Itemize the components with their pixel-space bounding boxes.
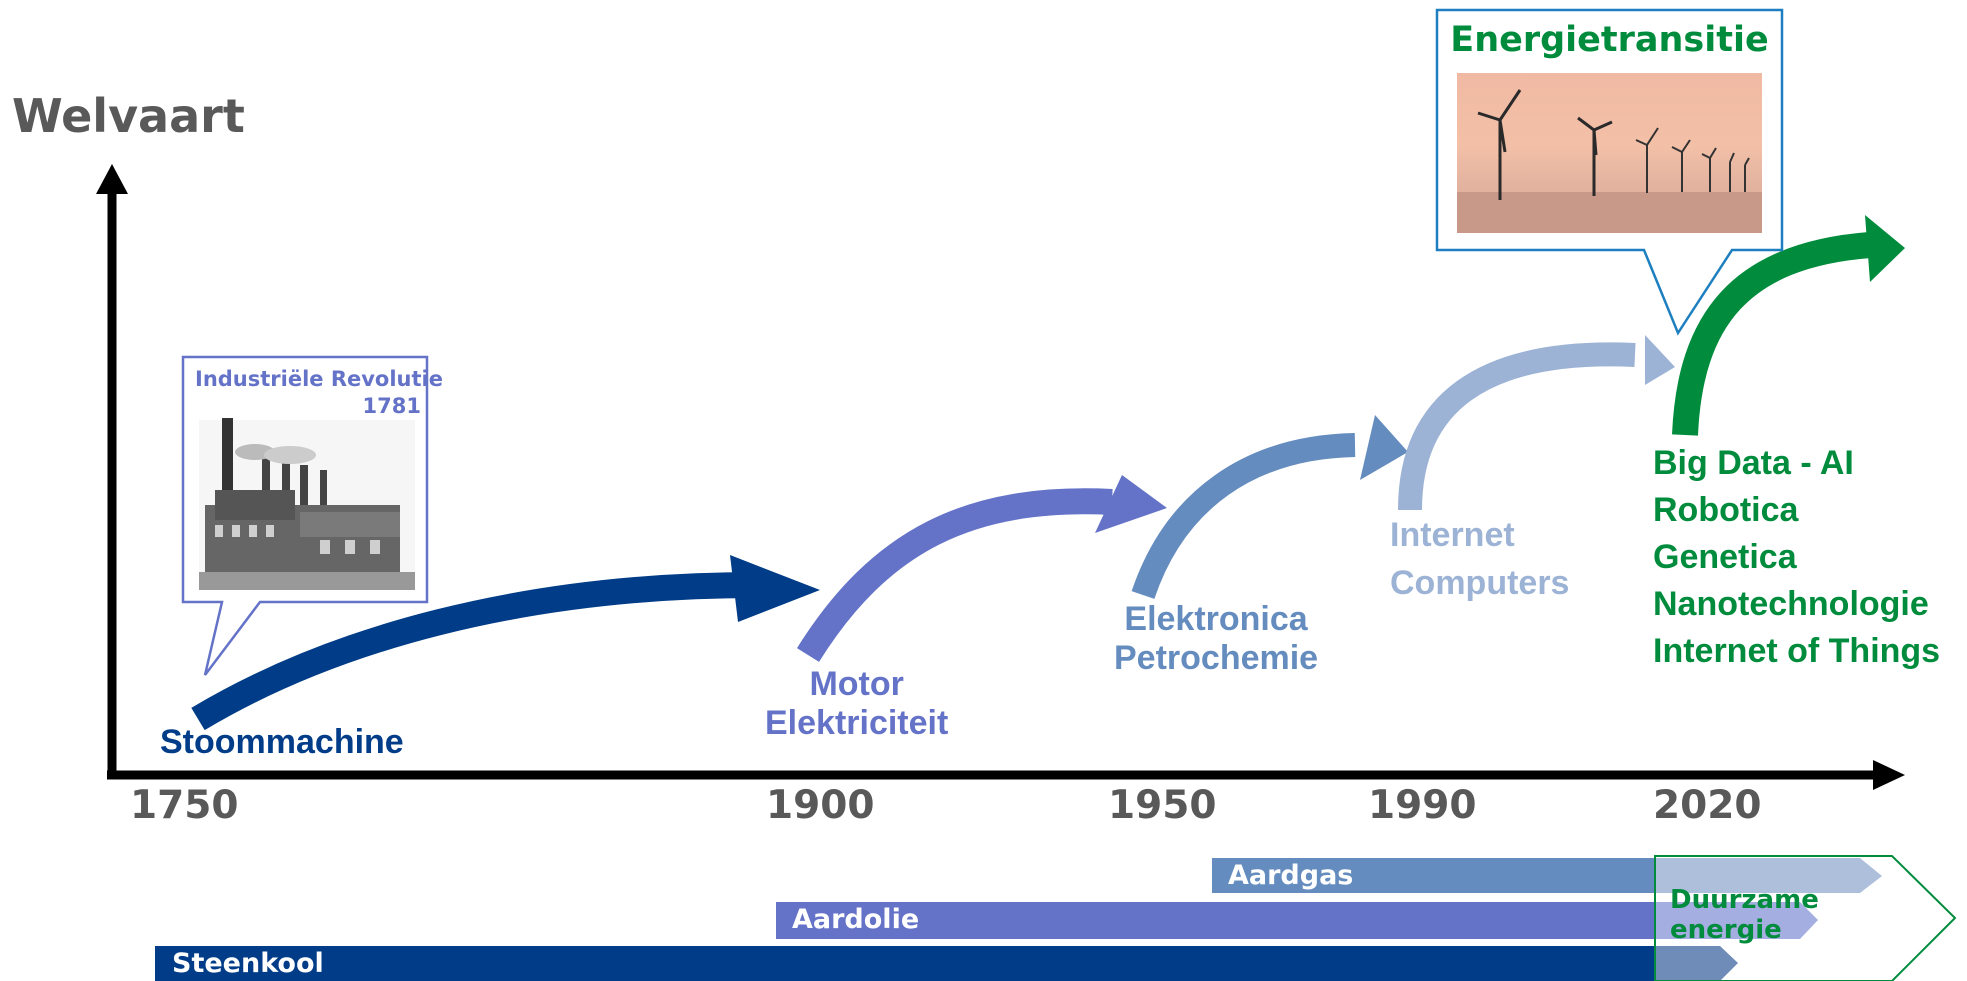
- era-label-line: Big Data - AI: [1653, 444, 1854, 482]
- era-label-elektronica: Elektronica Petrochemie: [1114, 600, 1318, 678]
- callout-year: 1781: [362, 394, 421, 419]
- renewable-label-line: Duurzame: [1670, 885, 1819, 915]
- energy-bar-label-aardgas: Aardgas: [1228, 860, 1354, 891]
- axes: [96, 164, 1905, 790]
- factory-engraving: [199, 418, 415, 590]
- energy-transition-callout: [1435, 8, 1784, 336]
- x-tick-1750: 1750: [130, 783, 239, 828]
- aardgas-bar: [1212, 858, 1655, 893]
- era-arrow-bigdata: [1672, 232, 1872, 436]
- era-arrow-internet: [1398, 342, 1636, 511]
- energy-bar-label-aardolie: Aardolie: [792, 904, 920, 935]
- steenkool-bar-extension: [1655, 946, 1738, 981]
- era-arrows: [191, 215, 1905, 731]
- x-tick-1950: 1950: [1108, 783, 1217, 828]
- x-tick-1990: 1990: [1368, 783, 1477, 828]
- era-label-line: Internet: [1390, 516, 1515, 554]
- aardolie-bar-extension: [1655, 902, 1818, 939]
- era-label-line: Petrochemie: [1114, 639, 1319, 678]
- renewable-energy-label: Duurzame energie: [1670, 885, 1819, 946]
- era-arrowhead-bigdata: [1865, 215, 1905, 282]
- era-label-stoommachine: Stoommachine: [160, 723, 404, 762]
- aardolie-bar: [776, 902, 1655, 939]
- era-label-line: Elektriciteit: [765, 704, 949, 743]
- industrial-revolution-callout: [181, 355, 429, 676]
- wind-farm-photo: [1457, 73, 1762, 233]
- era-label-line: Stoommachine: [160, 723, 404, 761]
- x-tick-2020: 2020: [1653, 783, 1762, 828]
- x-tick-1900: 1900: [766, 783, 875, 828]
- era-label-line: Elektronica: [1124, 600, 1308, 638]
- era-label-line: Genetica: [1653, 537, 1797, 576]
- aardgas-bar-extension: [1655, 858, 1882, 893]
- y-axis-label: Welvaart: [12, 89, 245, 143]
- era-arrow-motor: [796, 488, 1113, 662]
- era-label-motor: Motor Elektriciteit: [765, 665, 948, 743]
- era-label-line: Computers: [1390, 563, 1570, 602]
- y-axis-arrowhead: [96, 164, 128, 194]
- era-label-line: Robotica: [1653, 490, 1799, 529]
- era-label-bigdata: Big Data - AI Robotica Genetica Nanotech…: [1653, 440, 1940, 675]
- era-label-line: Motor: [809, 665, 904, 703]
- x-axis-arrowhead: [1873, 760, 1905, 790]
- renewable-chevron: [1654, 855, 1957, 981]
- energy-transition-title: Energietransitie: [1450, 20, 1769, 60]
- era-arrow-elektronica: [1131, 433, 1356, 599]
- callout-title: Industriële Revolutie: [195, 367, 443, 391]
- era-label-line: Nanotechnologie: [1653, 584, 1929, 623]
- era-label-internet: Internet Computers: [1390, 512, 1569, 607]
- era-arrowhead-stoommachine: [730, 555, 820, 622]
- steenkool-bar: [155, 946, 1655, 981]
- era-arrowhead-internet: [1645, 335, 1675, 385]
- era-arrowhead-motor: [1095, 475, 1167, 533]
- era-arrow-stoommachine: [191, 572, 759, 731]
- era-arrowhead-elektronica: [1360, 415, 1408, 480]
- industrial-revolution-title: Industriële Revolutie 1781: [195, 366, 443, 421]
- era-label-line: Internet of Things: [1653, 631, 1941, 670]
- energy-bars: [155, 855, 1957, 981]
- renewable-label-line: energie: [1670, 914, 1782, 945]
- energy-bar-label-steenkool: Steenkool: [172, 948, 324, 979]
